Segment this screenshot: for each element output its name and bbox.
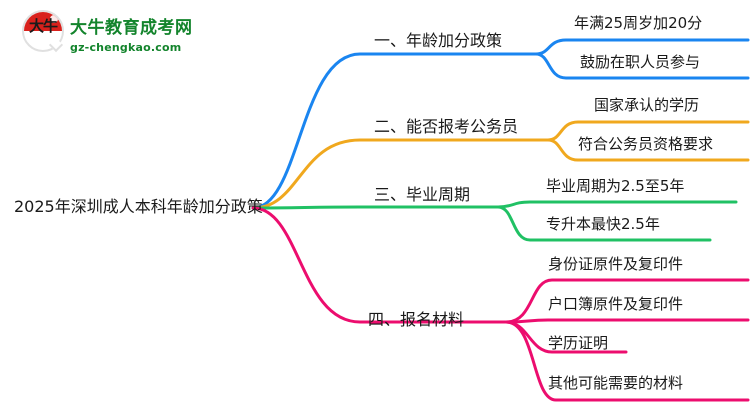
- leaf-node-3-2[interactable]: 专升本最快2.5年: [546, 215, 660, 233]
- connector-root-branch-1: [251, 52, 538, 210]
- leaf-node-2-2[interactable]: 符合公务员资格要求: [578, 135, 714, 153]
- leaf-node-4-3[interactable]: 学历证明: [548, 334, 609, 352]
- branch-node-3[interactable]: 三、毕业周期: [374, 185, 471, 204]
- leaf-node-4-4[interactable]: 其他可能需要的材料: [548, 374, 684, 392]
- logo-title: 大牛教育成考网: [70, 18, 193, 38]
- branch-node-1[interactable]: 一、年龄加分政策: [374, 31, 503, 50]
- connector-root-branch-3: [251, 205, 500, 210]
- connector-branch-4-leaf-1: [504, 278, 750, 324]
- connector-branch-4-leaf-2: [504, 318, 750, 324]
- branch-node-4[interactable]: 四、报名材料: [368, 310, 465, 329]
- leaf-node-1-1[interactable]: 年满25周岁加20分: [574, 14, 703, 32]
- leaf-node-4-2[interactable]: 户口簿原件及复印件: [548, 295, 684, 313]
- site-logo[interactable]: 大牛 大牛教育成考网 gz-chengkao.com: [18, 8, 198, 54]
- leaf-node-4-1[interactable]: 身份证原件及复印件: [548, 255, 684, 273]
- connector-root-branch-4: [251, 206, 508, 324]
- connector-branch-4-leaf-4: [504, 320, 750, 402]
- connector-branch-1-leaf-2: [534, 52, 750, 80]
- logo-url: gz-chengkao.com: [70, 41, 182, 54]
- logo-mark-text: 大牛: [28, 17, 58, 35]
- branch-node-2[interactable]: 二、能否报考公务员: [374, 117, 519, 136]
- mindmap-root-node[interactable]: 2025年深圳成人本科年龄加分政策: [14, 197, 263, 216]
- connector-branch-2-leaf-2: [546, 138, 750, 162]
- leaf-node-2-1[interactable]: 国家承认的学历: [594, 96, 700, 114]
- leaf-node-1-2[interactable]: 鼓励在职人员参与: [580, 53, 701, 71]
- connector-branch-3-leaf-1: [496, 200, 738, 209]
- connector-branch-3-leaf-2: [496, 205, 712, 242]
- logo-mark-icon: 大牛: [22, 10, 64, 53]
- connector-root-branch-2: [251, 138, 550, 210]
- leaf-node-3-1[interactable]: 毕业周期为2.5至5年: [546, 177, 685, 195]
